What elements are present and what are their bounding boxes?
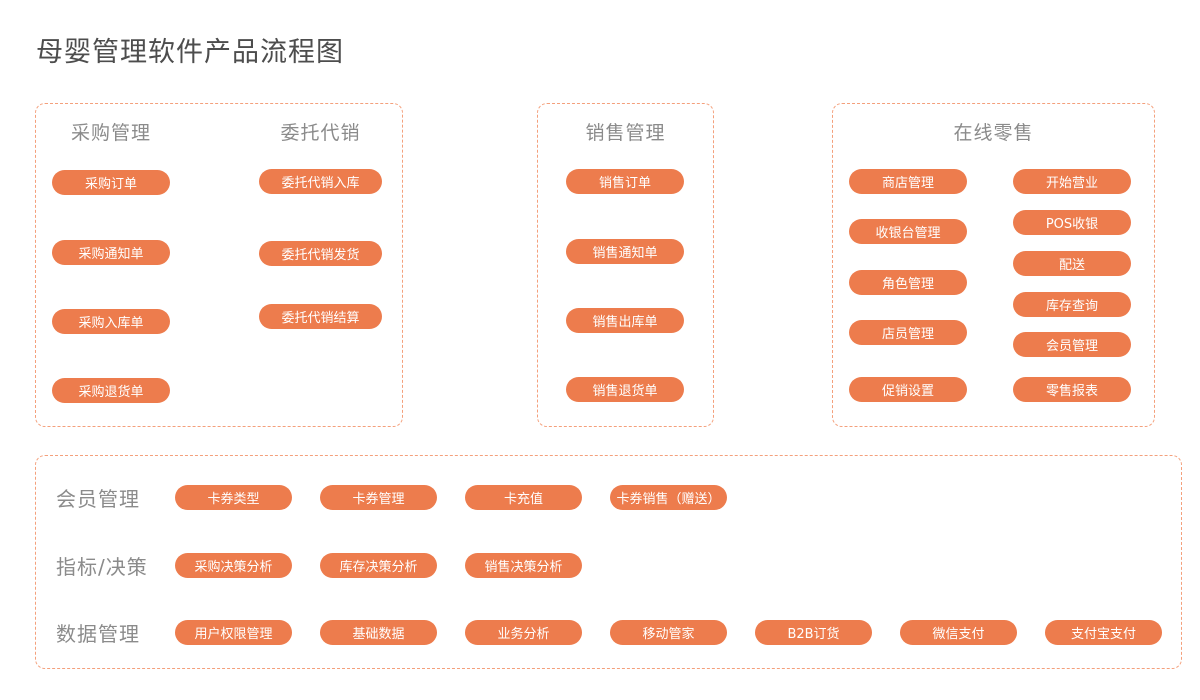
node-sales-notice: 销售通知单 [566,239,684,264]
node-purchase-decision-analysis: 采购决策分析 [175,553,292,578]
node-user-permission-management: 用户权限管理 [175,620,292,645]
node-purchase-return: 采购退货单 [52,378,170,403]
node-purchase-notice: 采购通知单 [52,240,170,265]
panel-sales: 销售管理 销售订单 销售通知单 销售出库单 销售退货单 [537,103,714,427]
row-data-management: 数据管理 用户权限管理 基础数据 业务分析 移动管家 B2B订货 微信支付 支付… [56,618,1190,647]
panel-online-retail: 在线零售 商店管理 收银台管理 角色管理 店员管理 促销设置 开始营业 POS收… [832,103,1155,427]
panel-purchase-consignment: 采购管理 委托代销 采购订单 采购通知单 采购入库单 采购退货单 委托代销入库 … [35,103,403,427]
panel-bottom: 会员管理 卡券类型 卡券管理 卡充值 卡券销售（赠送） 指标/决策 采购决策分析… [35,455,1182,669]
node-purchase-order: 采购订单 [52,170,170,195]
node-alipay-pay: 支付宝支付 [1045,620,1162,645]
section-header-sales: 销售管理 [585,122,666,144]
section-header-consignment: 委托代销 [280,122,361,144]
node-sales-return: 销售退货单 [566,377,684,402]
node-sales-order: 销售订单 [566,169,684,194]
node-sales-decision-analysis: 销售决策分析 [465,553,582,578]
node-basic-data: 基础数据 [320,620,437,645]
node-role-management: 角色管理 [849,270,967,295]
node-member-management: 会员管理 [1013,332,1131,357]
row-label-data-management: 数据管理 [56,622,140,646]
node-store-management: 商店管理 [849,169,967,194]
node-inventory-decision-analysis: 库存决策分析 [320,553,437,578]
node-cashier-desk-management: 收银台管理 [849,219,967,244]
node-retail-report: 零售报表 [1013,377,1131,402]
section-header-purchase: 采购管理 [70,122,151,144]
node-card-coupon-sale-gift: 卡券销售（赠送） [610,485,727,510]
node-inventory-query: 库存查询 [1013,292,1131,317]
node-card-coupon-type: 卡券类型 [175,485,292,510]
node-wechat-pay: 微信支付 [900,620,1017,645]
node-consign-inbound: 委托代销入库 [259,169,382,194]
node-pos-cashier: POS收银 [1013,210,1131,235]
row-metrics-decision: 指标/决策 采购决策分析 库存决策分析 销售决策分析 [56,551,610,580]
node-card-coupon-management: 卡券管理 [320,485,437,510]
node-open-business: 开始营业 [1013,169,1131,194]
row-label-metrics-decision: 指标/决策 [56,555,148,579]
node-delivery: 配送 [1013,251,1131,276]
row-label-member-management: 会员管理 [56,487,140,511]
section-header-online-retail: 在线零售 [953,122,1034,144]
node-consign-settlement: 委托代销结算 [259,304,382,329]
node-business-analysis: 业务分析 [465,620,582,645]
row-member-management: 会员管理 卡券类型 卡券管理 卡充值 卡券销售（赠送） [56,483,755,512]
node-clerk-management: 店员管理 [849,320,967,345]
node-sales-outbound: 销售出库单 [566,308,684,333]
node-card-recharge: 卡充值 [465,485,582,510]
node-consign-shipment: 委托代销发货 [259,241,382,266]
page-title: 母婴管理软件产品流程图 [36,37,344,68]
node-b2b-ordering: B2B订货 [755,620,872,645]
node-mobile-butler: 移动管家 [610,620,727,645]
node-purchase-inbound: 采购入库单 [52,309,170,334]
node-promotion-settings: 促销设置 [849,377,967,402]
